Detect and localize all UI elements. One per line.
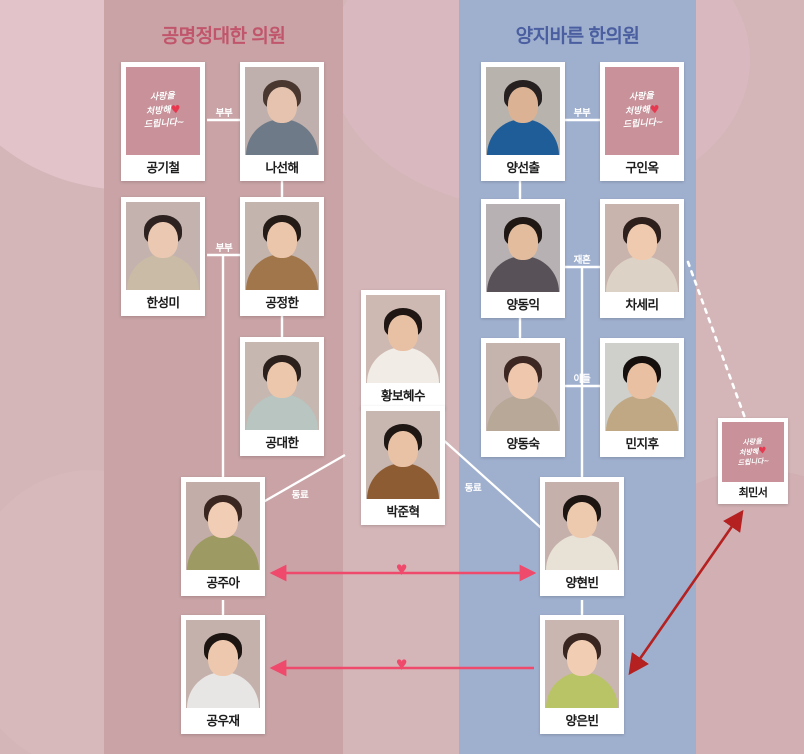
relation-label-spouse: 부부 [215, 108, 233, 119]
relation-label-colleague: 동료 [464, 483, 482, 494]
person-card-parkjunhyeok[interactable]: 박준혁 [361, 406, 445, 525]
logo-placeholder-icon: 사랑을 처방해♥ 드립니다~ [126, 67, 200, 155]
person-name: 박준혁 [386, 505, 420, 519]
portrait-photo [186, 482, 260, 570]
logo-line2: 처방해 [145, 105, 171, 118]
heart-icon: ♥ [396, 654, 408, 675]
logo-line3: 드립니다~ [737, 455, 770, 468]
logo-line2: 처방해 [624, 105, 650, 118]
person-name: 황보혜수 [380, 389, 426, 403]
relation-label-remarry: 재혼 [573, 255, 591, 266]
person-name: 양동익 [506, 298, 540, 312]
person-name: 양현빈 [565, 576, 599, 590]
person-name: 구인옥 [625, 161, 659, 175]
logo-line1: 사랑을 [742, 436, 763, 447]
logo-line1: 사랑을 [628, 91, 654, 103]
person-name: 양동숙 [506, 437, 540, 451]
logo-line3: 드립니다~ [622, 117, 664, 131]
person-card-yangdongsuk[interactable]: 양동숙 [481, 338, 565, 457]
dashed-relation-line [686, 260, 747, 420]
portrait-photo [605, 204, 679, 292]
person-name: 공우재 [206, 714, 240, 728]
portrait-photo [486, 204, 560, 292]
logo-line3: 드립니다~ [143, 117, 185, 131]
person-card-gongjua[interactable]: 공주아 [181, 477, 265, 596]
person-card-gongjeonghan[interactable]: 공정한 [240, 197, 324, 316]
person-name: 공정한 [265, 296, 299, 310]
person-name: 양선출 [506, 161, 540, 175]
person-card-gongwoojae[interactable]: 공우재 [181, 615, 265, 734]
portrait-photo [186, 620, 260, 708]
person-name: 공대한 [265, 436, 299, 450]
person-name: 최민서 [738, 487, 768, 499]
heart-icon: ♥ [396, 559, 408, 580]
person-card-gongdaehan[interactable]: 공대한 [240, 337, 324, 456]
portrait-photo [605, 343, 679, 431]
person-card-hwangbohyesu[interactable]: 황보혜수 [361, 290, 445, 409]
person-card-yangeunbin[interactable]: 양은빈 [540, 615, 624, 734]
portrait-photo [245, 67, 319, 155]
person-card-yangseonchul[interactable]: 양선출 [481, 62, 565, 181]
portrait-photo [366, 411, 440, 499]
person-card-naseonhae[interactable]: 나선해 [240, 62, 324, 181]
portrait-photo [486, 67, 560, 155]
portrait-photo [245, 202, 319, 290]
person-name: 한성미 [146, 296, 180, 310]
relation-label-spouse: 부부 [573, 108, 591, 119]
person-name: 공기철 [146, 161, 180, 175]
person-card-gonggicheol[interactable]: 사랑을 처방해♥ 드립니다~ 공기철 [121, 62, 205, 181]
logo-line2: 처방해 [738, 446, 759, 457]
person-card-yanghyeonbin[interactable]: 양현빈 [540, 477, 624, 596]
person-card-hanseongmi[interactable]: 한성미 [121, 197, 205, 316]
portrait-photo [245, 342, 319, 430]
portrait-photo [366, 295, 440, 383]
panel-title-right: 양지바른 한의원 [515, 26, 640, 47]
person-name: 나선해 [265, 161, 299, 175]
portrait-photo [486, 343, 560, 431]
relation-label-son: 아들 [573, 374, 591, 385]
person-name: 양은빈 [565, 714, 599, 728]
portrait-photo [545, 482, 619, 570]
person-card-choiminseo[interactable]: 사랑을 처방해♥ 드립니다~ 최민서 [718, 418, 788, 504]
person-name: 민지후 [625, 437, 659, 451]
relation-label-spouse: 부부 [215, 243, 233, 254]
person-name: 차세리 [625, 298, 659, 312]
person-card-guinok[interactable]: 사랑을 처방해♥ 드립니다~ 구인옥 [600, 62, 684, 181]
conflict-arrow [628, 509, 744, 676]
person-card-yangdongik[interactable]: 양동익 [481, 199, 565, 318]
logo-placeholder-icon: 사랑을 처방해♥ 드립니다~ [722, 422, 784, 482]
portrait-photo [545, 620, 619, 708]
person-name: 공주아 [206, 576, 240, 590]
logo-placeholder-icon: 사랑을 처방해♥ 드립니다~ [605, 67, 679, 155]
logo-line1: 사랑을 [149, 91, 175, 103]
person-card-chaseri[interactable]: 차세리 [600, 199, 684, 318]
panel-title-left: 공명정대한 의원 [161, 26, 286, 47]
person-card-minjihu[interactable]: 민지후 [600, 338, 684, 457]
relation-label-colleague: 동료 [291, 490, 309, 501]
portrait-photo [126, 202, 200, 290]
